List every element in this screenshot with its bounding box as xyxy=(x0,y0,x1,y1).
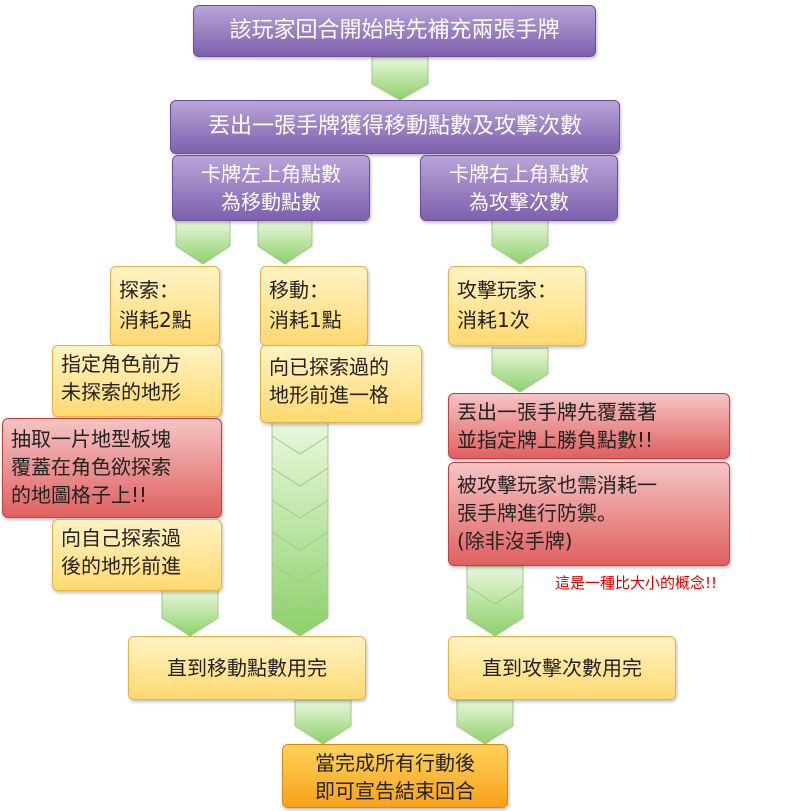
arrow-until-move-to-end xyxy=(294,699,352,745)
until-move-done-step: 直到移動點數用完 xyxy=(128,636,366,700)
move-step1: 向已探索過的 地形前進一格 xyxy=(260,345,422,423)
attack-step2: 被攻擊玩家也需消耗一 張手牌進行防禦。 (除非沒手牌) xyxy=(448,462,730,566)
explore-step3: 向自己探索過 後的地形前進 xyxy=(52,519,222,591)
arrow-start-to-play xyxy=(371,56,429,101)
end-step: 當完成所有行動後 即可宣告結束回合 xyxy=(282,744,508,808)
explore-step: 探索： 消耗2點 xyxy=(110,266,220,346)
arrow-attack-column xyxy=(466,565,524,637)
arrow-until-attack-to-end xyxy=(456,699,514,745)
move-points-step: 卡牌左上角點數 為移動點數 xyxy=(172,155,370,221)
arrow-attack-to-step1 xyxy=(491,347,549,393)
arrow-attack-points-to-attack xyxy=(491,219,549,265)
play-card-step: 丟出一張手牌獲得移動點數及攻擊次數 xyxy=(170,100,620,154)
explore-step2: 抽取一片地型板塊 覆蓋在角色欲探索 的地圖格子上!! xyxy=(2,418,222,518)
until-attack-done-step: 直到攻擊次數用完 xyxy=(448,636,676,700)
arrow-move-points-to-explore xyxy=(175,219,231,265)
attack-note: 這是一種比大小的概念!! xyxy=(555,574,718,592)
attack-step: 攻擊玩家： 消耗1次 xyxy=(448,266,586,346)
arrow-explore-to-until-move xyxy=(161,589,219,637)
attack-step1: 丟出一張手牌先覆蓋著 並指定牌上勝負點數!! xyxy=(448,393,730,459)
explore-step1: 指定角色前方 未探索的地形 xyxy=(52,345,222,417)
start-step: 該玩家回合開始時先補充兩張手牌 xyxy=(193,5,596,57)
attack-points-step: 卡牌右上角點數 為攻擊次數 xyxy=(420,155,618,221)
move-step: 移動： 消耗1點 xyxy=(260,266,368,346)
arrow-move-points-to-move xyxy=(257,219,313,265)
